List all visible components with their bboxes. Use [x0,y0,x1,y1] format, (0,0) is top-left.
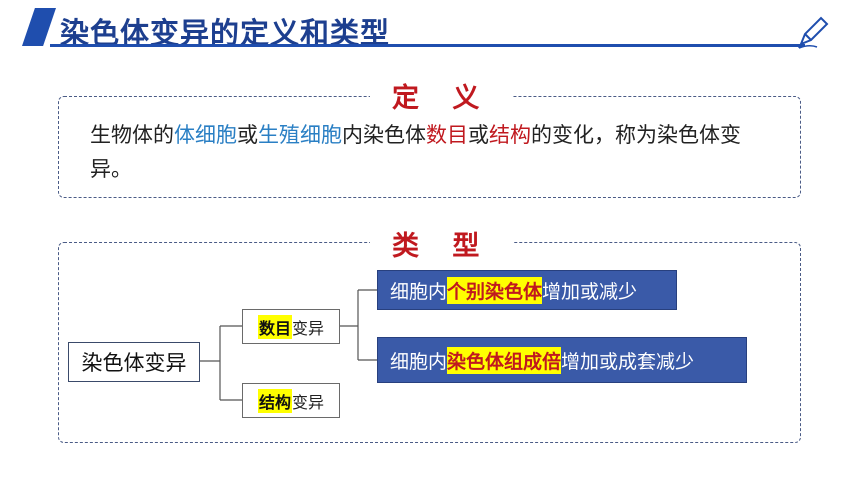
leaf2-highlight: 染色体组成倍 [447,346,562,374]
title-bar: 染色体变异的定义和类型 [0,0,860,60]
def-seg: 的变化，称为染色体变异。 [90,123,741,181]
def-term-structure: 结构 [489,123,531,147]
definition-label: 定 义 [370,76,514,115]
leaf2-post: 增加或成套减少 [561,350,695,373]
leaf-individual-chromosome: 细胞内个别染色体增加或减少 [377,270,677,310]
def-term-number: 数目 [426,123,468,147]
branch-structure-text: 变异 [292,392,325,412]
types-label: 类 型 [370,224,514,263]
title-underline [50,44,805,47]
def-term-germ: 生殖细胞 [258,123,342,147]
pen-icon [798,16,829,49]
def-seg: 内染色体 [342,123,426,147]
def-seg: 生物体的 [90,123,174,147]
branch-structure-variation: 结构变异 [242,383,340,418]
leaf1-highlight: 个别染色体 [447,276,543,304]
def-seg: 或 [468,123,489,147]
def-term-somatic: 体细胞 [174,123,237,147]
leaf2-pre: 细胞内 [390,350,448,373]
branch-number-highlight: 数目 [257,314,292,339]
branch-number-variation: 数目变异 [242,309,340,344]
leaf1-post: 增加或减少 [542,280,638,303]
def-seg: 或 [237,123,258,147]
definition-text: 生物体的体细胞或生殖细胞内染色体数目或结构的变化，称为染色体变异。 [90,118,780,186]
leaf-chromosome-set: 细胞内染色体组成倍增加或成套减少 [377,337,747,383]
branch-structure-highlight: 结构 [257,388,292,413]
branch-number-text: 变异 [292,318,325,338]
leaf1-pre: 细胞内 [390,280,448,303]
root-node: 染色体变异 [68,342,200,382]
